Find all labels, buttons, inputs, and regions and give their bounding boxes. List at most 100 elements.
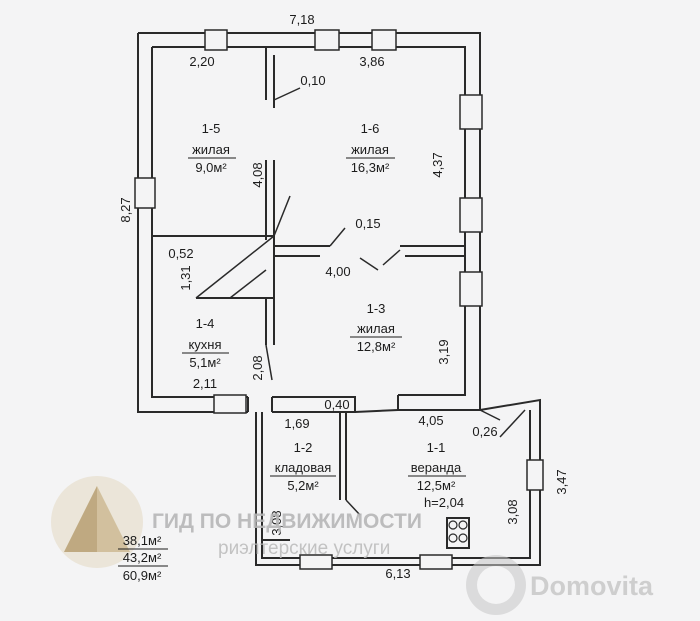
bottom-door-jambs <box>247 397 273 412</box>
room-area: 5,1м² <box>189 355 221 370</box>
room-1-4: 1-4 кухня 5,1м² <box>182 316 229 370</box>
dim-kitchen-width: 2,11 <box>193 376 217 391</box>
window-right-3 <box>459 271 483 307</box>
room-1-2: 1-2 кладовая 5,2м² <box>270 440 336 493</box>
window-top-1 <box>204 29 228 51</box>
room-id: 1-1 <box>427 440 446 455</box>
room-type: жилая <box>357 321 395 336</box>
dim-left-height: 8,27 <box>118 197 133 222</box>
burner-4-icon <box>458 533 468 543</box>
partition-kitchen <box>265 298 275 345</box>
room-area: 12,5м² <box>417 478 456 493</box>
dim-top-left: 2,20 <box>189 54 214 69</box>
window-veranda-right <box>526 459 544 491</box>
wall-6-3-left <box>274 245 330 257</box>
room-1-5: 1-5 жилая 9,0м² <box>188 121 236 175</box>
window-right-1 <box>459 94 483 130</box>
window-veranda-bottom-1 <box>299 554 333 570</box>
burner-3-icon <box>448 533 458 543</box>
stove-box <box>446 517 470 549</box>
burner-2-icon <box>458 520 468 530</box>
burner-1-icon <box>448 520 458 530</box>
total-house-area: 43,2м² <box>123 550 162 565</box>
site-logo-ring <box>477 566 515 604</box>
pantry-wall <box>339 412 347 500</box>
room-1-6: 1-6 жилая 16,3м² <box>346 121 395 175</box>
room-type: кладовая <box>275 460 332 475</box>
site-name: Domovita <box>530 571 654 601</box>
stair-walls <box>152 235 275 299</box>
stair-flight <box>195 235 275 299</box>
dim-wall-1-5: 4,08 <box>250 162 265 187</box>
agency-watermark: ГИД ПО НЕДВИЖИМОСТИ риэлтерские услуги <box>51 476 422 568</box>
stove-burners <box>448 520 468 543</box>
dim-veranda-inner-width: 4,05 <box>418 413 443 428</box>
stair-upper <box>273 195 291 237</box>
agency-tagline: риэлтерские услуги <box>218 538 390 559</box>
veranda-outer <box>255 398 541 566</box>
door-swing-pantry <box>345 499 361 516</box>
dim-stair-width: 0,52 <box>168 246 193 261</box>
room-type: жилая <box>351 142 389 157</box>
room-area: 5,2м² <box>287 478 319 493</box>
partition-mid <box>265 160 275 240</box>
room-type: кухня <box>188 337 221 352</box>
window-top-3 <box>371 29 397 51</box>
door-swing-mid-a <box>359 257 379 271</box>
area-totals: 38,1м² 43,2м² 60,9м² <box>118 533 168 583</box>
window-top-2 <box>314 29 340 51</box>
dim-top-right: 3,86 <box>359 54 384 69</box>
room-area: 9,0м² <box>195 160 227 175</box>
dim-room6-height: 4,37 <box>430 152 445 177</box>
door-swing-mid <box>329 227 346 247</box>
wall-6-3-right <box>400 245 465 257</box>
dim-veranda-door: 0,26 <box>472 424 497 439</box>
dim-door-top: 0,10 <box>300 73 325 88</box>
dimension-labels: 7,18 2,20 3,86 0,10 8,27 4,37 4,08 0,15 … <box>118 12 569 581</box>
window-bottom-kitchen <box>213 394 247 414</box>
dim-veranda-inner-height: 3,08 <box>505 499 520 524</box>
room-height-note: h=2,04 <box>424 495 464 510</box>
dim-top-width: 7,18 <box>289 12 314 27</box>
room-area: 12,8м² <box>357 339 396 354</box>
windows <box>134 29 544 570</box>
room-id: 1-4 <box>196 316 215 331</box>
pyramid-logo-shade <box>64 486 97 552</box>
room-area: 16,3м² <box>351 160 390 175</box>
dim-room3-height: 3,19 <box>436 339 451 364</box>
dim-bottom-width: 6,13 <box>385 566 410 581</box>
room-id: 1-5 <box>202 121 221 136</box>
doors <box>265 87 526 516</box>
room-type: жилая <box>192 142 230 157</box>
dim-pantry-width: 1,69 <box>284 416 309 431</box>
room-id: 1-6 <box>361 121 380 136</box>
room-1-1: 1-1 веранда 12,5м² h=2,04 <box>408 440 466 510</box>
outer-wall-left <box>137 33 248 413</box>
dim-door-bottom: 0,40 <box>324 397 349 412</box>
room-id: 1-2 <box>294 440 313 455</box>
dim-door-mid: 0,15 <box>355 216 380 231</box>
dim-veranda-height: 3,47 <box>554 469 569 494</box>
room-labels: 1-5 жилая 9,0м² 1-6 жилая 16,3м² 1-3 жил… <box>182 121 466 510</box>
site-watermark: Domovita <box>466 555 654 615</box>
bottom-wall-left <box>272 396 356 413</box>
total-overall-area: 60,9м² <box>123 568 162 583</box>
dim-mid-width: 4,00 <box>325 264 350 279</box>
dim-stair-height: 1,31 <box>178 265 193 290</box>
stair-step <box>229 269 267 299</box>
room-id: 1-3 <box>367 301 386 316</box>
dim-kitchen-height: 2,08 <box>250 355 265 380</box>
bottom-wall-mid <box>354 409 399 413</box>
window-veranda-bottom-2 <box>419 554 453 570</box>
window-left-1 <box>134 177 156 209</box>
door-swing-kitchen <box>265 344 273 381</box>
agency-name: ГИД ПО НЕДВИЖИМОСТИ <box>152 510 422 533</box>
dim-pantry-height: 3,08 <box>269 510 284 535</box>
total-living-area: 38,1м² <box>123 533 162 548</box>
window-right-2 <box>459 197 483 233</box>
room-1-3: 1-3 жилая 12,8м² <box>350 301 402 354</box>
door-swing-mid-b <box>382 249 401 266</box>
leader-veranda-door <box>499 409 526 438</box>
room-type: веранда <box>411 460 462 475</box>
